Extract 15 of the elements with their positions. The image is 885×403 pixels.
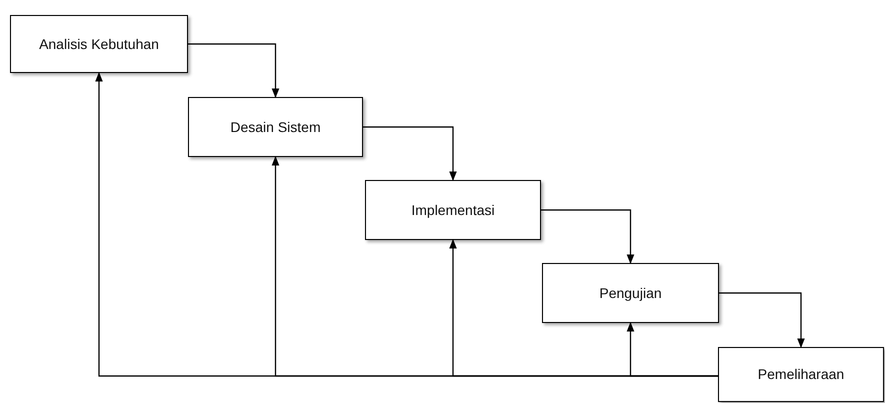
box-label: Pemeliharaan — [758, 365, 844, 384]
box-label: Desain Sistem — [230, 118, 321, 136]
process-box — [542, 263, 719, 323]
box-label: Analisis Kebutuhan — [39, 34, 159, 54]
arrow — [719, 292, 805, 348]
arrow — [363, 126, 457, 181]
process-box — [718, 347, 884, 402]
process-box — [10, 15, 188, 73]
box-label: Pengujian — [599, 284, 662, 303]
box-label: Implementasi — [411, 200, 495, 220]
arrow — [541, 209, 634, 264]
process-box — [188, 97, 363, 157]
process-box — [365, 180, 541, 240]
arrow — [626, 322, 718, 377]
arrow — [188, 43, 280, 98]
